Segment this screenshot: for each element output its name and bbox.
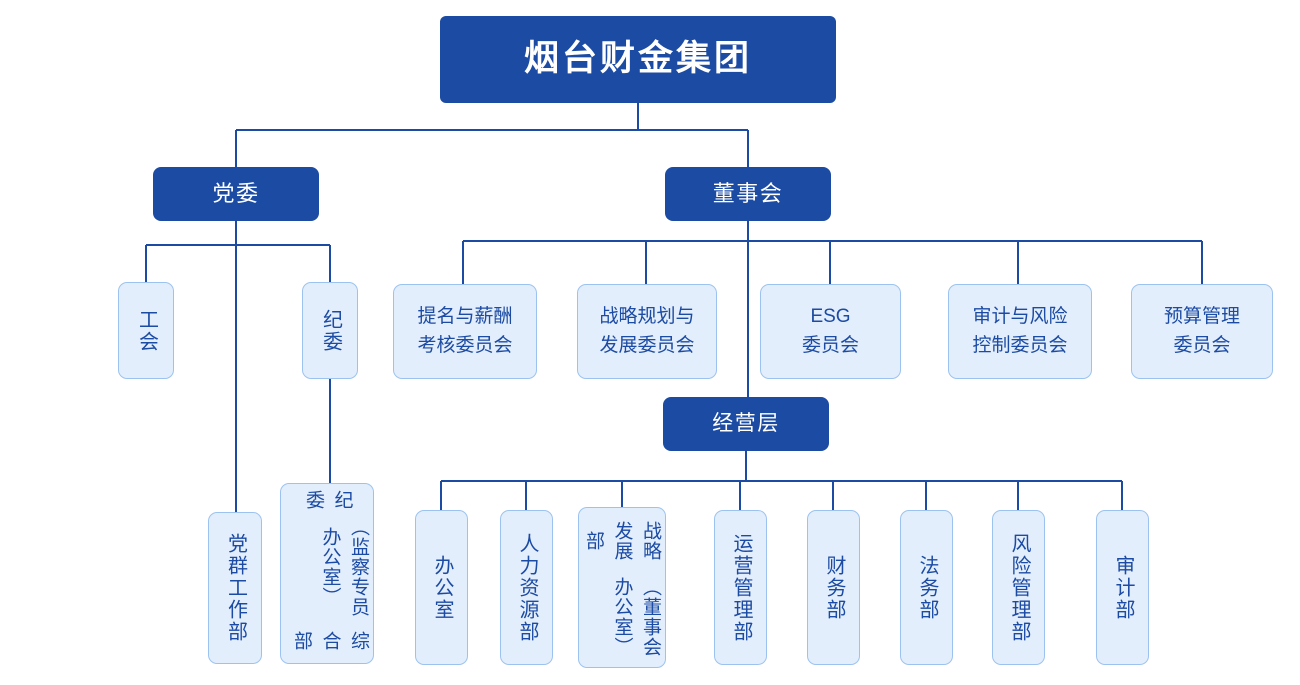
node-label-line1: 预算管理 [1163, 306, 1240, 327]
node-label-line2: 委员会 [801, 334, 859, 356]
node-party-committee[interactable]: 党委 [153, 167, 319, 221]
node-label: 董事会 [712, 180, 784, 206]
node-label: 运营管理部 [730, 532, 752, 643]
node-dept-legal[interactable]: 法务部 [900, 510, 953, 665]
node-label: 党委 [212, 180, 260, 206]
node-dept-audit[interactable]: 审计部 [1096, 510, 1149, 665]
node-committee-budget[interactable]: 预算管理 委员会 [1131, 284, 1273, 379]
node-label: 党群工作部 [224, 533, 247, 643]
node-label: 财务部 [823, 554, 845, 621]
node-dept-risk-management[interactable]: 风险管理部 [992, 510, 1045, 665]
node-label-col-right: 综合部 [291, 630, 369, 651]
node-dept-office[interactable]: 办公室 [415, 510, 468, 665]
node-committee-nomination[interactable]: 提名与薪酬 考核委员会 [393, 284, 537, 379]
node-label: 经营层 [712, 411, 780, 435]
node-label: 纪委 [319, 308, 342, 353]
node-label: 审计部 [1112, 554, 1134, 621]
node-label-line2: 委员会 [1173, 334, 1231, 356]
node-label: 人力资源部 [516, 532, 538, 643]
node-label-col-left: 战略发展部 [583, 521, 661, 562]
node-label-line2: 控制委员会 [972, 334, 1068, 356]
node-label-line1: ESG [810, 306, 851, 327]
node-label-col-mid: （监察专员办公室） [319, 517, 370, 618]
node-root-company[interactable]: 烟台财金集团 [440, 16, 836, 103]
node-label: 风险管理部 [1008, 532, 1030, 643]
node-label-col-right: （董事会办公室） [611, 576, 662, 657]
node-label-col-left: 纪委 [303, 490, 353, 511]
node-dept-operations-management[interactable]: 运营管理部 [714, 510, 767, 665]
node-label: 烟台财金集团 [523, 39, 752, 79]
node-committee-esg[interactable]: ESG 委员会 [760, 284, 901, 379]
node-dept-human-resources[interactable]: 人力资源部 [500, 510, 553, 665]
node-labor-union[interactable]: 工会 [118, 282, 174, 379]
node-label-line1: 审计与风险 [972, 306, 1068, 327]
node-committee-audit-risk[interactable]: 审计与风险 控制委员会 [948, 284, 1092, 379]
node-discipline-committee[interactable]: 纪委 [302, 282, 358, 379]
node-label-line2: 考核委员会 [417, 334, 513, 356]
node-label-line1: 提名与薪酬 [417, 306, 513, 327]
node-label-line2: 发展委员会 [599, 334, 695, 356]
node-dept-finance[interactable]: 财务部 [807, 510, 860, 665]
node-board-of-directors[interactable]: 董事会 [665, 167, 831, 221]
node-label: 办公室 [431, 554, 453, 621]
node-dept-strategy-development[interactable]: （董事会办公室） 战略发展部 [578, 507, 666, 668]
node-management-level[interactable]: 经营层 [663, 397, 829, 451]
node-label-line1: 战略规划与 [599, 306, 695, 327]
node-general-office-discipline[interactable]: 综合部 （监察专员办公室） 纪委 [280, 483, 374, 664]
node-committee-strategy[interactable]: 战略规划与 发展委员会 [577, 284, 717, 379]
node-label: 法务部 [916, 554, 938, 621]
node-party-mass-work-dept[interactable]: 党群工作部 [208, 512, 262, 664]
node-label: 工会 [135, 308, 158, 353]
